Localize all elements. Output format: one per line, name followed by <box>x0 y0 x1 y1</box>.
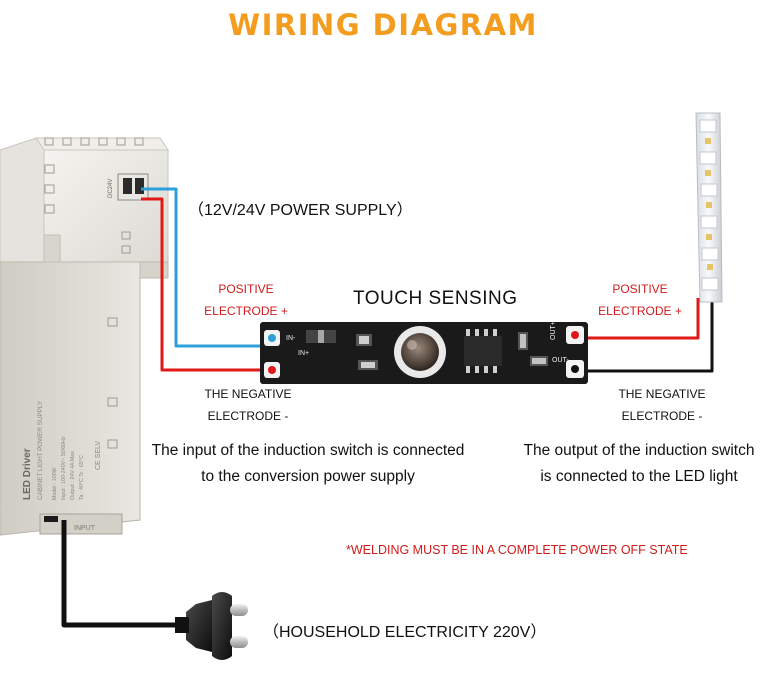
input-description: The input of the induction switch is con… <box>136 438 480 490</box>
negative-label-line-1: THE NEGATIVE <box>204 387 292 401</box>
positive-wire-input <box>141 197 275 372</box>
positive-electrode-label-right: POSITIVE ELECTRODE + <box>592 278 688 322</box>
touch-sensor-module-icon: IN+ IN- OUT+ OUT- <box>260 321 588 384</box>
driver-marks: CE SELV <box>95 441 102 470</box>
input-description-line-1: The input of the induction switch is con… <box>151 442 465 459</box>
driver-output-tag: DC24V <box>108 179 114 198</box>
driver-spec-1: Model : 100W <box>52 467 58 500</box>
output-description-line-2: is connected to the LED light <box>540 468 738 485</box>
driver-spec-4: Ta : 40°C Tc : 65°C <box>79 455 85 500</box>
negative-label-line-2: ELECTRODE - <box>207 409 289 423</box>
mains-cable <box>61 520 188 628</box>
driver-spec-3: Output : 24V 4A Max <box>70 451 76 500</box>
power-plug-icon <box>175 592 248 660</box>
led-driver-icon: DC24V LED Driver CABINET LIGHT POWER SUP… <box>0 137 169 536</box>
power-supply-label: （12V/24V POWER SUPPLY） <box>188 202 413 219</box>
led-strip-icon <box>695 112 723 303</box>
negative-label-line-2: ELECTRODE - <box>621 409 703 423</box>
positive-label-line-1: POSITIVE <box>612 282 668 296</box>
driver-subtitle: CABINET LIGHT POWER SUPPLY <box>37 400 44 500</box>
pad-out-plus: OUT+ <box>550 321 557 340</box>
negative-label-line-1: THE NEGATIVE <box>618 387 706 401</box>
pad-in-minus: IN- <box>286 335 296 342</box>
output-description-line-1: The output of the induction switch <box>523 442 755 459</box>
negative-electrode-label-left: THE NEGATIVE ELECTRODE - <box>190 383 306 427</box>
welding-warning: *WELDING MUST BE IN A COMPLETE POWER OFF… <box>346 543 688 557</box>
household-electricity-label: （HOUSEHOLD ELECTRICITY 220V） <box>263 624 547 641</box>
positive-label-line-2: ELECTRODE + <box>598 304 682 318</box>
driver-title: LED Driver <box>22 448 33 500</box>
driver-input-tag: INPUT <box>74 525 96 532</box>
pad-out-minus: OUT- <box>552 357 569 364</box>
positive-label-line-1: POSITIVE <box>218 282 274 296</box>
positive-wire-output <box>576 298 700 340</box>
input-description-line-2: to the conversion power supply <box>201 468 415 485</box>
wires <box>61 187 714 628</box>
pad-in-plus: IN+ <box>298 350 309 357</box>
positive-label-line-2: ELECTRODE + <box>204 304 288 318</box>
negative-wire-output <box>576 298 714 373</box>
page-title: WIRING DIAGRAM <box>228 8 538 42</box>
negative-wire-input <box>141 187 270 348</box>
driver-spec-2: Input : 100-240V~ 50/60Hz <box>61 436 67 500</box>
output-description: The output of the induction switch is co… <box>508 438 766 490</box>
negative-electrode-label-right: THE NEGATIVE ELECTRODE - <box>604 383 720 427</box>
touch-sensing-label: TOUCH SENSING <box>353 288 518 309</box>
positive-electrode-label-left: POSITIVE ELECTRODE + <box>198 278 294 322</box>
